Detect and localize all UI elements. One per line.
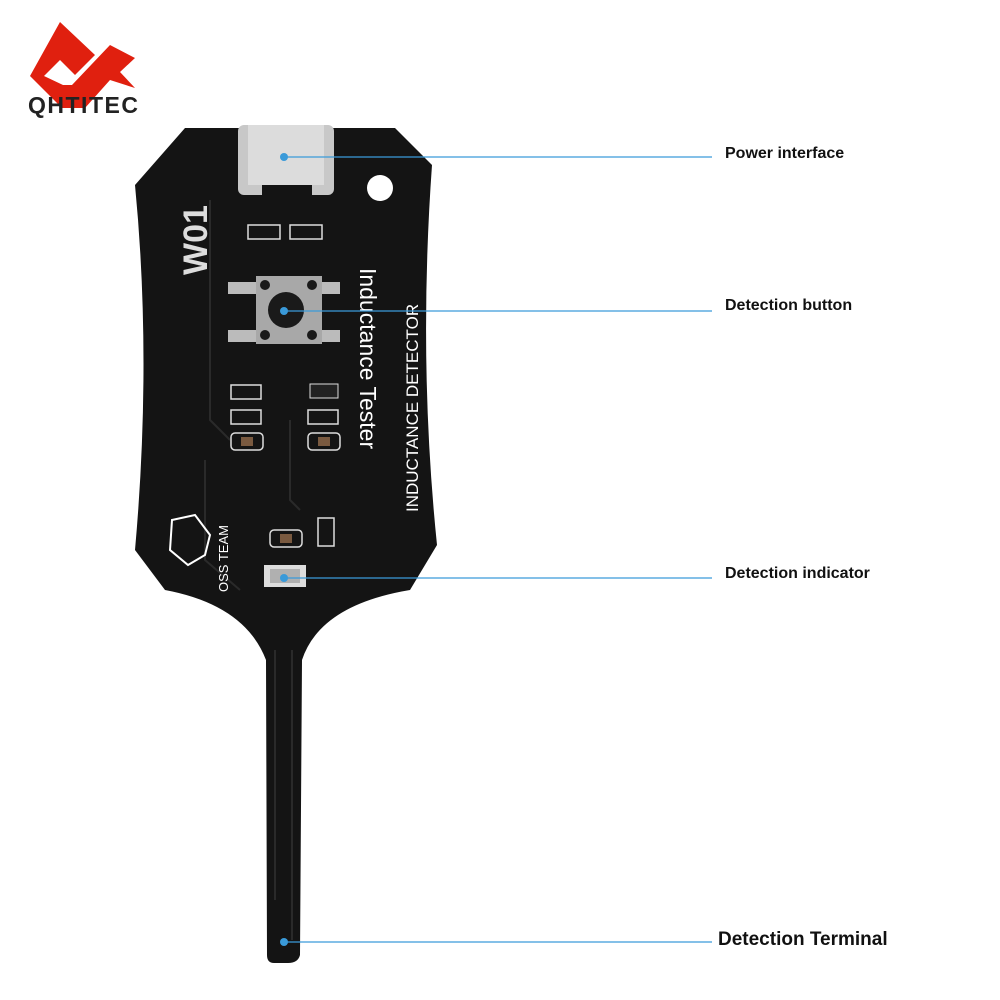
callout-dot xyxy=(280,153,288,161)
callout-dot xyxy=(280,307,288,315)
callout-dot xyxy=(280,938,288,946)
brand-logo-icon xyxy=(30,22,135,108)
callout-dot xyxy=(280,574,288,582)
product-subtitle-text: INDUCTANCE DETECTOR xyxy=(403,304,422,512)
model-text: W01 xyxy=(177,205,215,275)
callout-label-power: Power interface xyxy=(725,145,845,162)
team-text: OSS TEAM xyxy=(216,525,231,592)
callout-label-button: Detection button xyxy=(725,297,853,314)
callout-label-indicator: Detection indicator xyxy=(725,565,870,582)
tact-switch xyxy=(228,276,340,344)
team-logo-icon xyxy=(168,513,212,567)
brand-name: QHTITEC xyxy=(28,92,140,118)
mounting-hole xyxy=(367,175,393,201)
product-title-text: Inductance Tester xyxy=(355,268,381,449)
callout-label-terminal: Detection Terminal xyxy=(718,929,888,950)
